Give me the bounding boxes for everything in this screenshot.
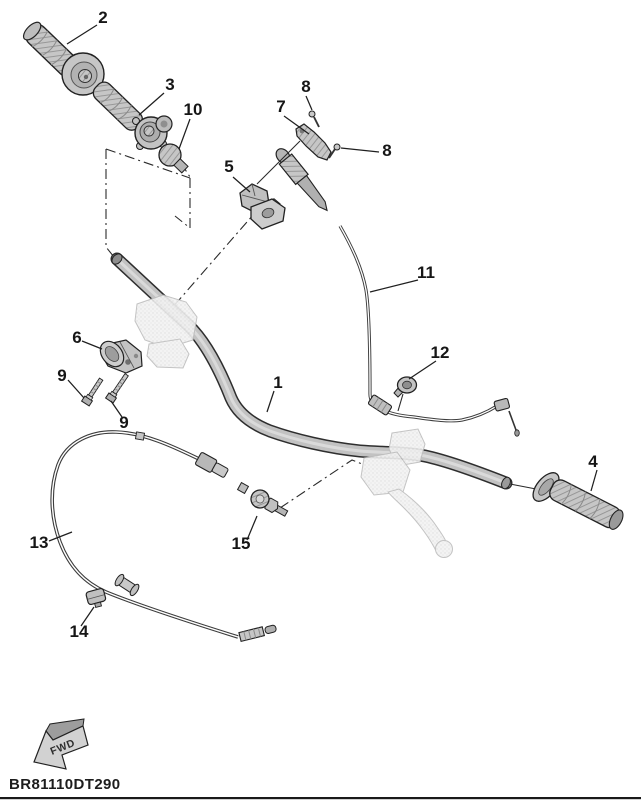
callout-15[interactable]: 15 [232, 534, 251, 553]
callout-12[interactable]: 12 [431, 343, 450, 362]
right-grip [532, 472, 624, 530]
cable-end-fitting [493, 397, 520, 437]
grip-cap [158, 143, 189, 174]
callouts: 2 3 10 8 7 8 5 11 6 9 9 1 12 4 13 15 14 [30, 8, 599, 641]
cable-end-nipple [236, 481, 250, 495]
cable-lower-adjuster [238, 624, 277, 643]
cable-upper-fitting [195, 452, 229, 478]
cable-guide [114, 573, 140, 597]
handlebar-holder [99, 339, 143, 374]
callout-1[interactable]: 1 [273, 373, 282, 392]
screw-side [328, 143, 341, 159]
cable-guide-lever [256, 123, 332, 185]
holder-bolt-left [80, 377, 104, 407]
callout-11[interactable]: 11 [417, 263, 435, 282]
page-bottom-edge [0, 797, 641, 800]
fwd-arrow: FWD [33, 718, 89, 770]
clutch-cable [50, 430, 277, 643]
cable-adjuster [250, 489, 289, 517]
holder-bolt-right [104, 373, 129, 404]
callout-3[interactable]: 3 [165, 75, 174, 94]
callout-4[interactable]: 4 [588, 452, 598, 471]
callout-8-top[interactable]: 8 [301, 77, 310, 96]
callout-7[interactable]: 7 [276, 97, 285, 116]
cable-clamp-lower [85, 587, 107, 608]
callout-13[interactable]: 13 [30, 533, 49, 552]
callout-10[interactable]: 10 [184, 100, 203, 119]
callout-9-left[interactable]: 9 [57, 366, 66, 385]
throttle-cable [275, 148, 520, 437]
screw-top [308, 110, 320, 128]
callout-8-right[interactable]: 8 [382, 141, 391, 160]
throttle-housing [239, 183, 286, 230]
callout-6[interactable]: 6 [72, 328, 81, 347]
cable-clamp-upper [393, 376, 418, 412]
ghost-clutch-lever [360, 428, 453, 558]
throttle-tube [92, 81, 173, 150]
callout-9-lower[interactable]: 9 [119, 413, 128, 432]
callout-2[interactable]: 2 [98, 8, 107, 27]
handlebar [110, 252, 537, 490]
left-grip [22, 21, 105, 96]
cable-mid-barrel [367, 394, 393, 416]
ghost-bar-mount [134, 294, 198, 369]
cable-elbow-fitting [275, 148, 328, 212]
callout-14[interactable]: 14 [70, 622, 89, 641]
cable-band [134, 431, 146, 441]
diagram-code: BR81110DT290 [9, 776, 121, 793]
callout-5[interactable]: 5 [224, 157, 233, 176]
leader-lines [48, 24, 598, 627]
